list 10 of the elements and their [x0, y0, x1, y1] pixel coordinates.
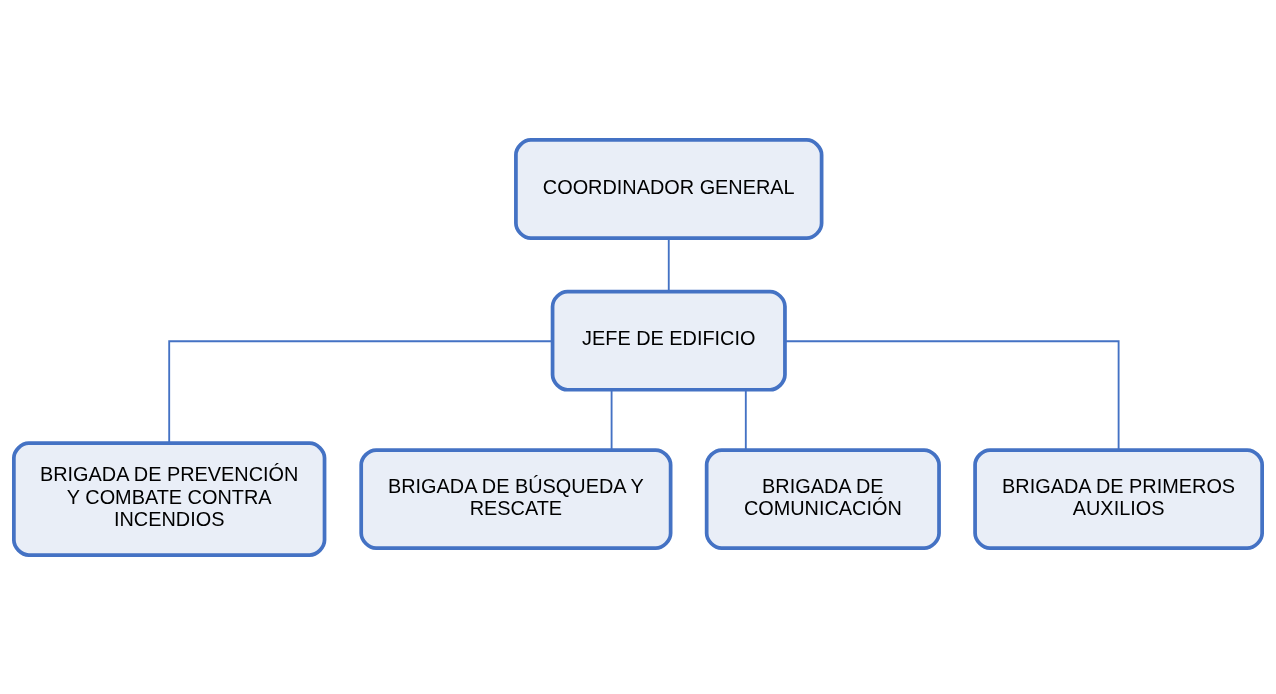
node-box: BRIGADA DE PREVENCIÓN Y COMBATE CONTRA INCENDIOS	[12, 440, 327, 557]
connector	[784, 339, 1120, 451]
connector	[168, 339, 554, 444]
node-box: BRIGADA DE PRIMEROS AUXILIOS	[973, 447, 1264, 550]
node-box: JEFE DE EDIFICIO	[550, 289, 787, 392]
connector	[744, 388, 747, 451]
node-box: BRIGADA DE COMUNICACIÓN	[704, 447, 941, 550]
connector	[610, 388, 613, 451]
node-box: BRIGADA DE BÚSQUEDA Y RESCATE	[359, 447, 673, 550]
node-box: COORDINADOR GENERAL	[514, 137, 824, 240]
